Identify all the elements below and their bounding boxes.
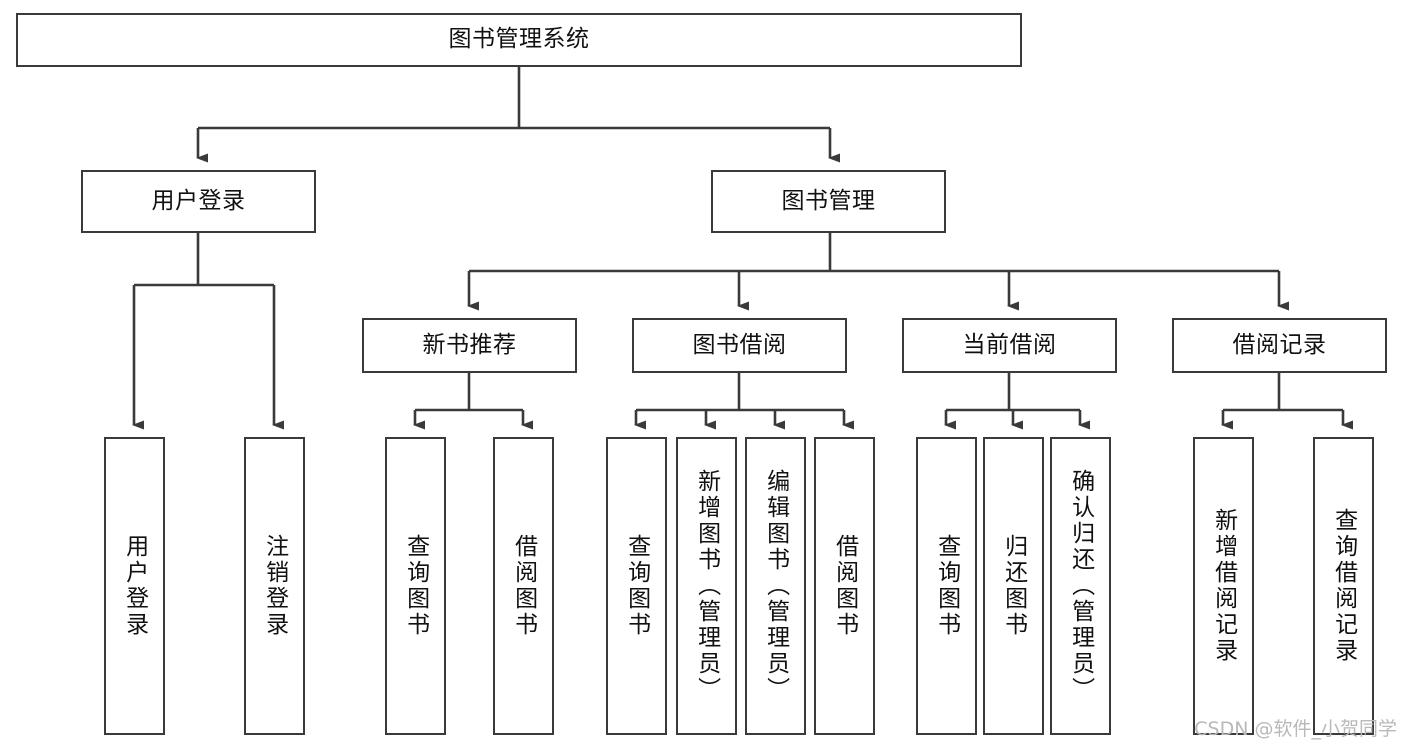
node-borrow-record[interactable]: 借阅记录 xyxy=(1172,318,1387,373)
leaf-query-book-1[interactable]: 查询图书 xyxy=(385,437,446,735)
node-book-borrow[interactable]: 图书借阅 xyxy=(632,318,847,373)
node-label: 编辑图书（管理员） xyxy=(762,469,789,703)
node-label: 新书推荐 xyxy=(422,331,517,358)
node-label: 用户登录 xyxy=(121,534,148,638)
leaf-user-login[interactable]: 用户登录 xyxy=(104,437,165,735)
leaf-borrow-book-1[interactable]: 借阅图书 xyxy=(493,437,554,735)
node-label: 新增借阅记录 xyxy=(1210,508,1237,664)
leaf-query-book-3[interactable]: 查询图书 xyxy=(916,437,977,735)
leaf-confirm-return[interactable]: 确认归还（管理员） xyxy=(1050,437,1111,735)
node-book-management[interactable]: 图书管理 xyxy=(711,170,946,233)
node-label: 归还图书 xyxy=(1000,534,1027,638)
node-label: 借阅图书 xyxy=(510,534,537,638)
leaf-query-book-2[interactable]: 查询图书 xyxy=(606,437,667,735)
node-current-borrow[interactable]: 当前借阅 xyxy=(902,318,1117,373)
node-label: 查询图书 xyxy=(623,534,650,638)
node-label: 借阅记录 xyxy=(1232,331,1327,358)
leaf-borrow-book-2[interactable]: 借阅图书 xyxy=(814,437,875,735)
node-label: 确认归还（管理员） xyxy=(1067,469,1094,703)
node-new-book-recommend[interactable]: 新书推荐 xyxy=(362,318,577,373)
node-label: 查询借阅记录 xyxy=(1330,508,1357,664)
node-user-login[interactable]: 用户登录 xyxy=(81,170,316,233)
node-label: 注销登录 xyxy=(261,534,288,638)
leaf-logout-login[interactable]: 注销登录 xyxy=(244,437,305,735)
node-label: 用户登录 xyxy=(151,187,246,214)
node-label: 查询图书 xyxy=(933,534,960,638)
leaf-return-book[interactable]: 归还图书 xyxy=(983,437,1044,735)
leaf-edit-book[interactable]: 编辑图书（管理员） xyxy=(745,437,806,735)
node-label: 图书管理系统 xyxy=(448,26,590,53)
leaf-query-record[interactable]: 查询借阅记录 xyxy=(1313,437,1374,735)
node-label: 当前借阅 xyxy=(962,331,1057,358)
node-label: 图书借阅 xyxy=(692,331,787,358)
node-label: 新增图书（管理员） xyxy=(693,469,720,703)
leaf-add-book[interactable]: 新增图书（管理员） xyxy=(676,437,737,735)
csdn-watermark: CSDN @软件_小贺同学 xyxy=(1194,718,1397,740)
leaf-add-record[interactable]: 新增借阅记录 xyxy=(1193,437,1254,735)
node-label: 图书管理 xyxy=(781,187,876,214)
node-root-book-management-system[interactable]: 图书管理系统 xyxy=(16,13,1022,67)
node-label: 借阅图书 xyxy=(831,534,858,638)
node-label: 查询图书 xyxy=(402,534,429,638)
